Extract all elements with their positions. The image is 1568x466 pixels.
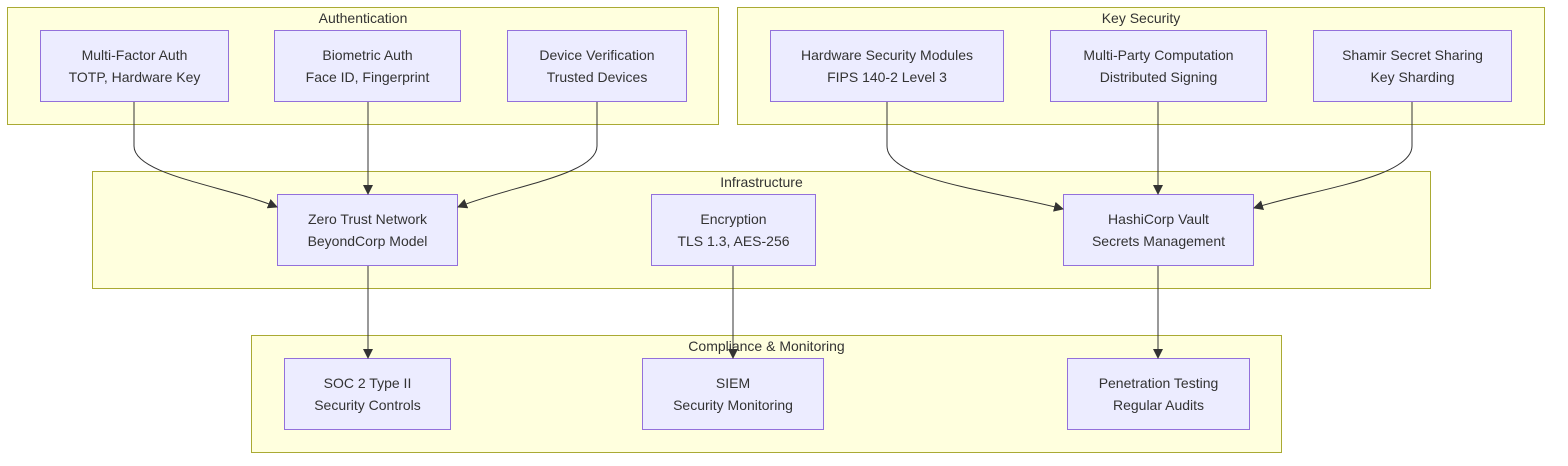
node-label: Zero Trust Network	[307, 211, 428, 227]
node-sublabel: BeyondCorp Model	[307, 233, 428, 249]
node-label: Biometric Auth	[322, 47, 413, 63]
node-soc2-type-ii: SOC 2 Type II Security Controls	[284, 358, 451, 430]
node-label: Encryption	[700, 211, 767, 227]
node-sublabel: FIPS 140-2 Level 3	[827, 69, 947, 85]
node-multi-factor-auth: Multi-Factor Auth TOTP, Hardware Key	[40, 30, 229, 102]
node-label: Penetration Testing	[1098, 375, 1219, 391]
node-hashicorp-vault: HashiCorp Vault Secrets Management	[1063, 194, 1254, 266]
node-penetration-testing: Penetration Testing Regular Audits	[1067, 358, 1250, 430]
node-sublabel: Security Controls	[314, 397, 421, 413]
node-label: HashiCorp Vault	[1108, 211, 1209, 227]
node-sublabel: Trusted Devices	[546, 69, 648, 85]
node-sublabel: Distributed Signing	[1099, 69, 1218, 85]
node-sublabel: Regular Audits	[1112, 397, 1205, 413]
node-label: Hardware Security Modules	[801, 47, 973, 63]
node-biometric-auth: Biometric Auth Face ID, Fingerprint	[274, 30, 461, 102]
node-label: Multi-Factor Auth	[81, 47, 188, 63]
node-sublabel: Security Monitoring	[673, 397, 793, 413]
node-label: SIEM	[715, 375, 751, 391]
cluster-title-authentication: Authentication	[318, 10, 408, 26]
cluster-title-infrastructure: Infrastructure	[720, 174, 803, 190]
node-multi-party-computation: Multi-Party Computation Distributed Sign…	[1050, 30, 1267, 102]
node-hardware-security-modules: Hardware Security Modules FIPS 140-2 Lev…	[770, 30, 1004, 102]
node-label: SOC 2 Type II	[323, 375, 412, 391]
cluster-title-compliance-monitoring: Compliance & Monitoring	[688, 338, 845, 354]
node-zero-trust-network: Zero Trust Network BeyondCorp Model	[277, 194, 458, 266]
node-shamir-secret-sharing: Shamir Secret Sharing Key Sharding	[1313, 30, 1512, 102]
node-sublabel: TOTP, Hardware Key	[68, 69, 201, 85]
node-sublabel: Secrets Management	[1091, 233, 1226, 249]
node-sublabel: TLS 1.3, AES-256	[677, 233, 790, 249]
node-device-verification: Device Verification Trusted Devices	[507, 30, 687, 102]
node-sublabel: Key Sharding	[1370, 69, 1455, 85]
node-label: Shamir Secret Sharing	[1342, 47, 1483, 63]
node-encryption: Encryption TLS 1.3, AES-256	[651, 194, 816, 266]
node-label: Multi-Party Computation	[1083, 47, 1234, 63]
cluster-title-key-security: Key Security	[1101, 10, 1181, 26]
node-sublabel: Face ID, Fingerprint	[305, 69, 430, 85]
node-siem: SIEM Security Monitoring	[642, 358, 824, 430]
node-label: Device Verification	[539, 47, 655, 63]
